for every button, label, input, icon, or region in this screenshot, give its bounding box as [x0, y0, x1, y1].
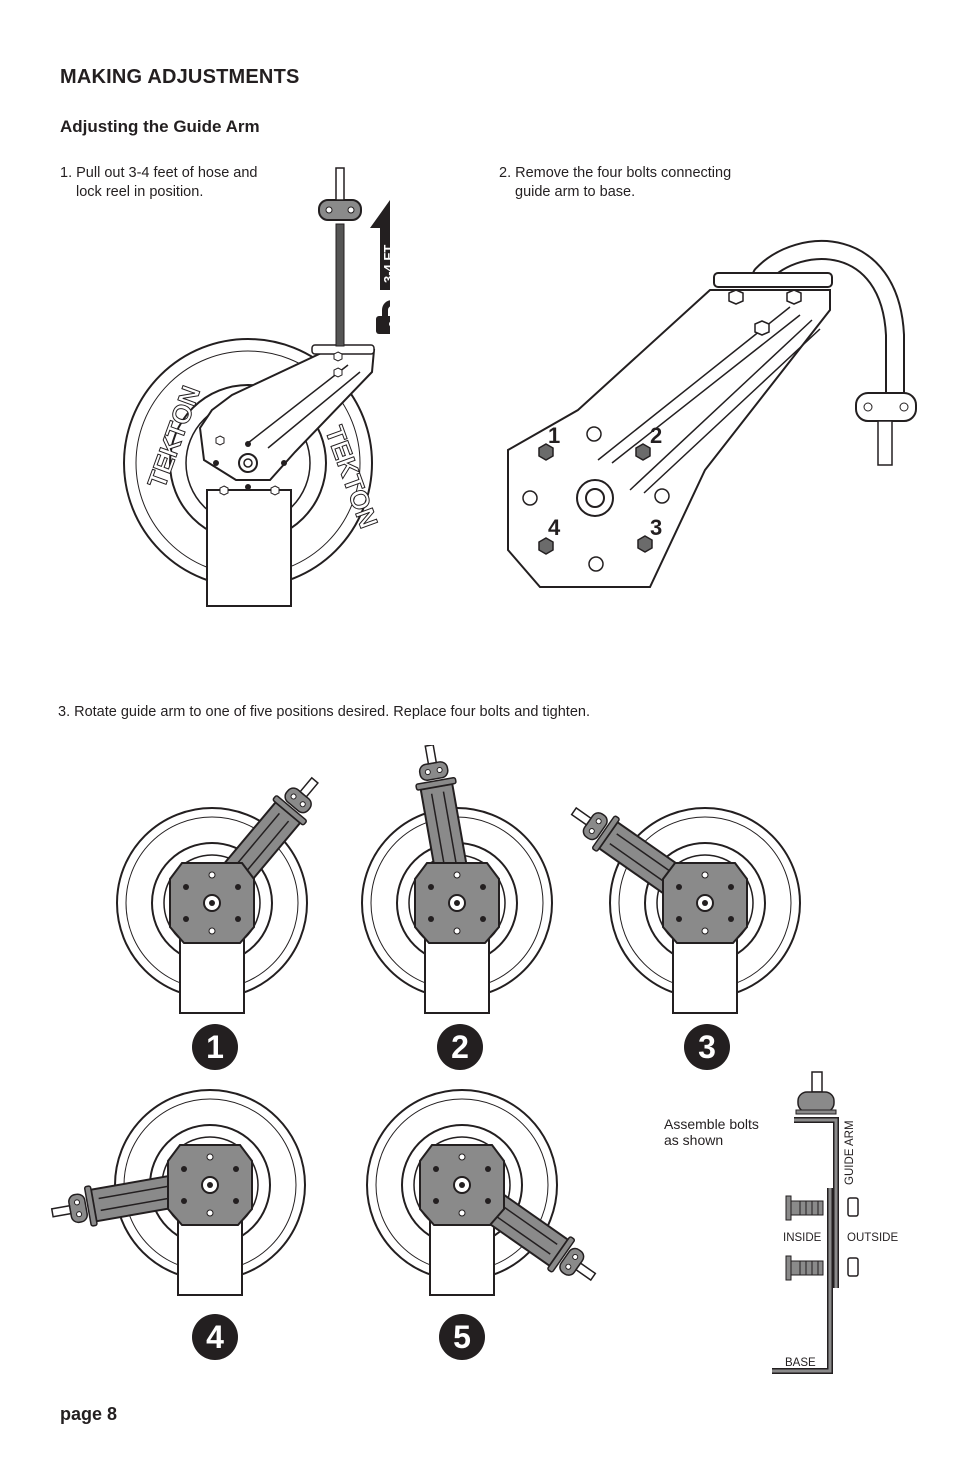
position-badge-5: 5	[439, 1314, 485, 1360]
page-number: page 8	[60, 1404, 118, 1424]
inside-bolt-bottom	[785, 1255, 824, 1281]
position-4-figure	[50, 1085, 320, 1310]
position-5-figure	[355, 1085, 606, 1310]
outside-label: OUTSIDE	[847, 1232, 899, 1244]
position-2-figure	[355, 745, 565, 1020]
position-badge-1: 1	[192, 1024, 238, 1070]
assembly-callout: Assemble bolts as shown	[664, 1116, 759, 1148]
inside-bolt-top	[785, 1195, 824, 1221]
position-1-figure	[110, 766, 320, 1020]
position-badge-3: 3	[684, 1024, 730, 1070]
outside-nut-bottom	[847, 1257, 859, 1277]
step-2-text: 2. Remove the four bolts connecting guid…	[499, 165, 732, 200]
bolt-number-3: 3	[650, 515, 662, 540]
outside-nut-top	[847, 1197, 859, 1217]
step-1-text: 1. Pull out 3-4 feet of hose and lock re…	[60, 165, 258, 200]
bolt-number-2: 2	[650, 423, 662, 448]
bolt-number-4: 4	[548, 515, 561, 540]
bolt-number-1: 1	[548, 423, 560, 448]
guide-arm-label: GUIDE ARM	[844, 1120, 856, 1185]
base-label: BASE	[785, 1357, 816, 1369]
figure-reel-hose-pulled: TEKTON TEKTON	[123, 167, 390, 607]
page-heading: MAKING ADJUSTMENTS	[60, 66, 300, 88]
bolt-assembly-diagram	[772, 1071, 859, 1374]
inside-label: INSIDE	[783, 1232, 822, 1244]
position-3-figure	[565, 793, 815, 1020]
position-badge-4: 4	[192, 1314, 238, 1360]
lock-icon	[376, 300, 390, 334]
step-3-text: 3. Rotate guide arm to one of five posit…	[58, 704, 590, 720]
arrow-distance-label: 3-4 FT	[381, 244, 396, 283]
position-badge-2: 2	[437, 1024, 483, 1070]
figure-guide-arm-bolts: 1 2 3 4	[507, 240, 917, 588]
section-subheading: Adjusting the Guide Arm	[60, 117, 260, 136]
